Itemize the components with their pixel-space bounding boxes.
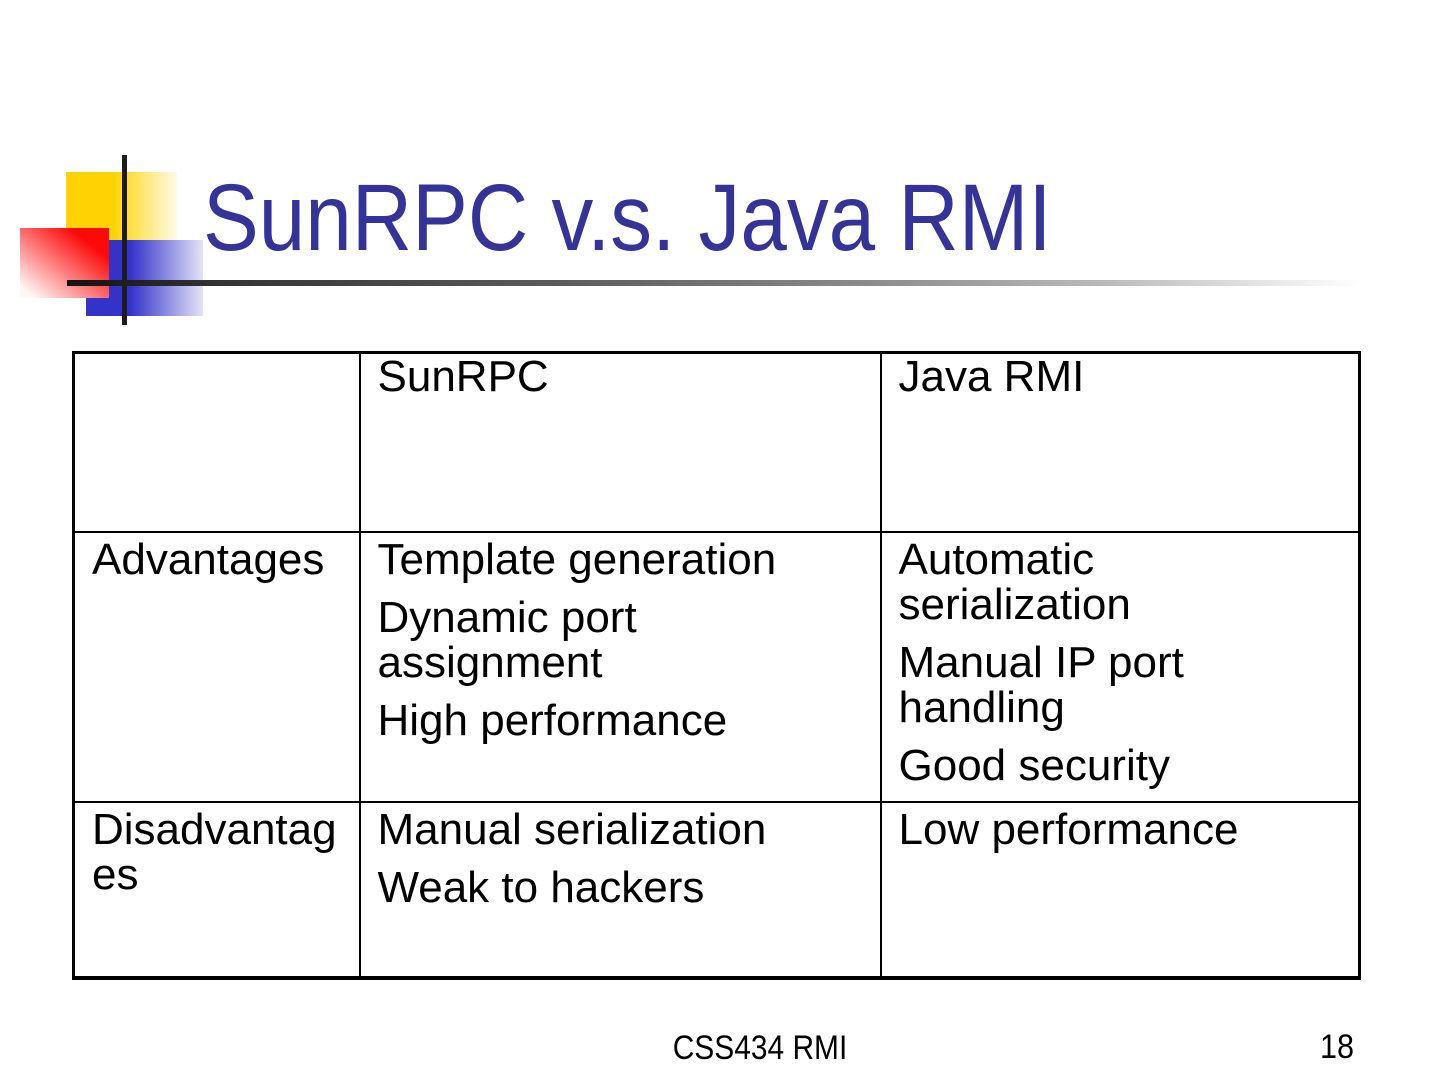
cell-item: Weak to hackers — [377, 862, 705, 912]
disadvantages-sunrpc-cell: Manual serialization Weak to hackers — [358, 800, 882, 979]
advantages-javarmi-cell: Automatic serialization Manual IP port h… — [879, 530, 1361, 803]
comparison-table: SunRPC Java RMI Advantages Template gene… — [72, 351, 1361, 980]
title-underline-rule — [67, 280, 1360, 286]
cell-item: Good security — [898, 740, 1170, 790]
cell-item: Low performance — [898, 804, 1239, 854]
cell-item: Template generation — [377, 534, 777, 584]
table-row-advantages: Advantages Template generation Dynamic p… — [72, 530, 1361, 803]
cell-item: High performance — [377, 695, 728, 745]
ornament-vertical-line — [122, 155, 127, 325]
header-cell-sunrpc: SunRPC — [358, 351, 882, 533]
page-number: 18 — [1319, 1028, 1354, 1066]
header-javarmi-label: Java RMI — [898, 352, 1085, 401]
ornament-red-square — [20, 228, 109, 298]
cell-item: Manual IP port handling — [898, 637, 1184, 732]
footer-course-label: CSS434 RMI — [672, 1029, 848, 1067]
row-label: Disadvantages — [92, 804, 337, 899]
slide-title: SunRPC v.s. Java RMI — [203, 165, 1052, 271]
header-sunrpc-label: SunRPC — [377, 352, 549, 401]
header-cell-javarmi: Java RMI — [879, 351, 1361, 533]
row-label: Advantages — [92, 534, 325, 584]
cell-item: Dynamic port assignment — [377, 592, 637, 687]
table-header-row: SunRPC Java RMI — [72, 351, 1361, 533]
disadvantages-label-cell: Disadvantages — [72, 800, 361, 979]
advantages-label-cell: Advantages — [72, 530, 361, 803]
cell-item: Manual serialization — [377, 804, 767, 854]
disadvantages-javarmi-cell: Low performance — [879, 800, 1361, 979]
cell-item: Automatic serialization — [898, 534, 1131, 629]
header-cell-empty — [72, 351, 361, 533]
table-row-disadvantages: Disadvantages Manual serialization Weak … — [72, 800, 1361, 979]
advantages-sunrpc-cell: Template generation Dynamic port assignm… — [358, 530, 882, 803]
